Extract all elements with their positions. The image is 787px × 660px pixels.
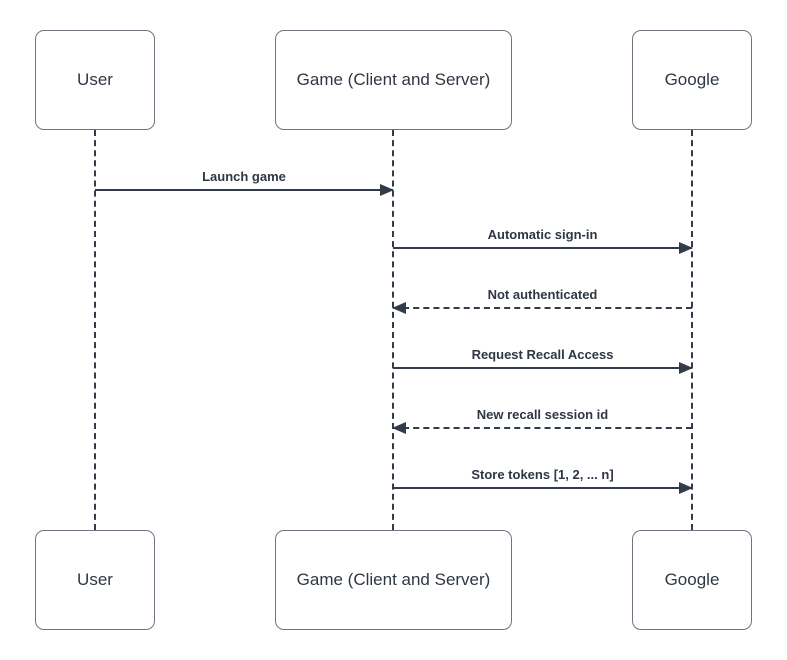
actor-box-game-top: Game (Client and Server): [275, 30, 512, 130]
arrowhead-left-icon: [392, 302, 406, 314]
lifeline-google: [691, 130, 693, 530]
message-line: [393, 247, 692, 249]
message-label: Request Recall Access: [471, 347, 614, 362]
arrowhead-right-icon: [679, 482, 693, 494]
actor-label-user: User: [77, 570, 113, 589]
arrowhead-left-icon: [392, 422, 406, 434]
actor-box-google-top: Google: [632, 30, 752, 130]
actor-box-game-bottom: Game (Client and Server): [275, 530, 512, 630]
actor-box-user-top: User: [35, 30, 155, 130]
message-line: [95, 189, 393, 191]
lifeline-game: [392, 130, 394, 530]
message-line: [393, 427, 692, 429]
message-line: [393, 487, 692, 489]
message-line: [393, 367, 692, 369]
message-line: [393, 307, 692, 309]
arrowhead-right-icon: [679, 362, 693, 374]
actor-label-game: Game (Client and Server): [296, 570, 491, 589]
actor-label-google: Google: [664, 70, 720, 89]
message-label: Store tokens [1, 2, ... n]: [471, 467, 614, 482]
lifeline-user: [94, 130, 96, 530]
message-label: New recall session id: [476, 407, 609, 422]
message-label: Automatic sign-in: [487, 227, 598, 242]
arrowhead-right-icon: [380, 184, 394, 196]
actor-label-google: Google: [664, 570, 720, 589]
arrowhead-right-icon: [679, 242, 693, 254]
actor-label-game: Game (Client and Server): [296, 70, 491, 89]
actor-box-google-bottom: Google: [632, 530, 752, 630]
message-label: Not authenticated: [487, 287, 598, 302]
message-label: Launch game: [202, 169, 286, 184]
actor-label-user: User: [77, 70, 113, 89]
actor-box-user-bottom: User: [35, 530, 155, 630]
